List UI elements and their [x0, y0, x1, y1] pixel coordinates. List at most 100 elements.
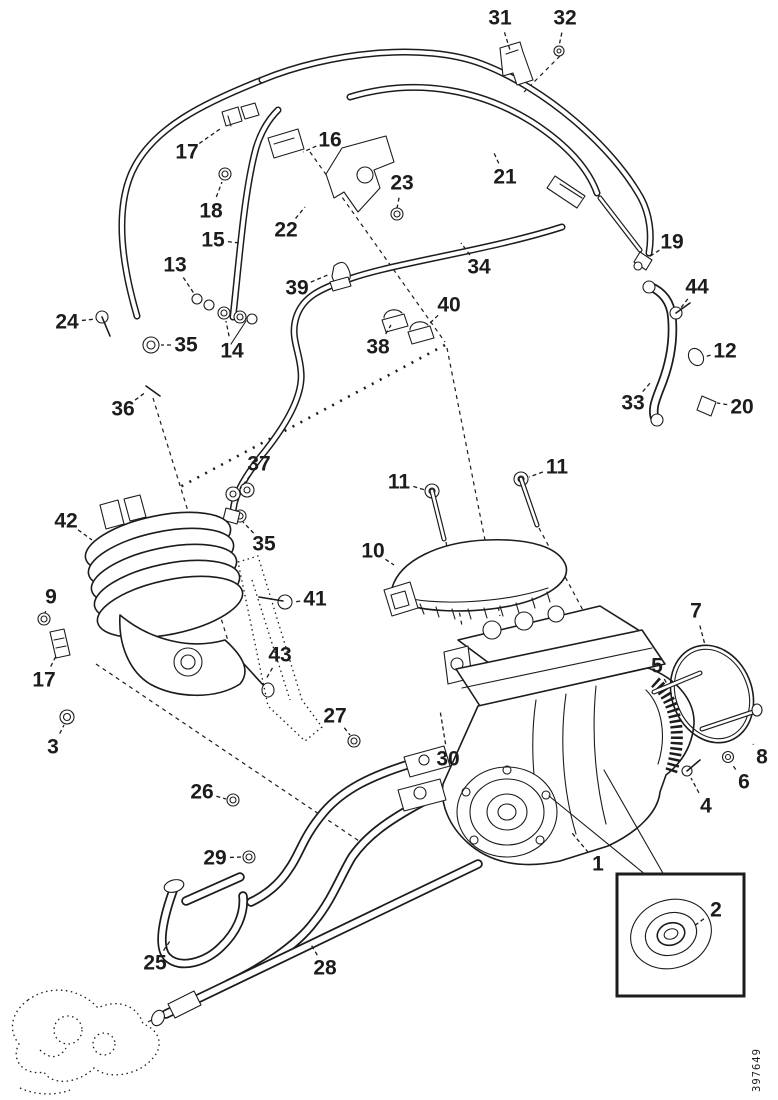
- leader-line-43-33: [265, 667, 274, 680]
- leader-line-38-18: [385, 324, 392, 335]
- bracket-31: [499, 41, 534, 86]
- clip-17b: [49, 628, 71, 659]
- leader-line-30-37: [439, 709, 447, 745]
- washer-29: [242, 850, 256, 864]
- callout-35-16: 35: [174, 334, 198, 357]
- callout-31-0: 31: [488, 7, 512, 30]
- drawing-number: 397649: [751, 1048, 763, 1092]
- callout-17-34: 17: [32, 669, 55, 692]
- o-ring-7: [669, 644, 755, 744]
- callout-16-3: 16: [318, 129, 341, 152]
- leader-line-14-17: [225, 320, 230, 337]
- leader-line-15-6: [227, 241, 241, 244]
- callout-32-1: 32: [553, 7, 576, 30]
- callout-11-25: 11: [546, 456, 569, 479]
- leader-line-26-39: [216, 795, 227, 800]
- leader-line-34-11: [460, 242, 471, 256]
- leader-line-18-5: [215, 181, 223, 198]
- callout-15-6: 15: [201, 229, 225, 252]
- leader-line-24-15: [81, 318, 97, 322]
- leader-line-22-7: [295, 206, 306, 219]
- leader-line-16-3: [302, 145, 317, 153]
- callout-9-29: 9: [45, 586, 57, 609]
- callout-37-23: 37: [247, 453, 270, 476]
- callout-8-38: 8: [756, 746, 768, 769]
- leader-line-44-14: [679, 298, 689, 310]
- leader-line-7-31: [699, 625, 706, 646]
- callout-11-24: 11: [388, 471, 411, 494]
- safety-valve-assembly-42: [37, 494, 323, 742]
- leader-line-28-46: [309, 942, 318, 956]
- fitting-19: [633, 251, 653, 271]
- leader-line-9-29: [44, 610, 47, 614]
- leader-line-27-35: [343, 727, 351, 736]
- washer-13: [191, 293, 203, 305]
- compressor-body-1: [397, 605, 695, 866]
- leader-line-11-24: [413, 485, 426, 491]
- bracket-33-assembly: [642, 280, 717, 427]
- nut-3: [59, 709, 75, 725]
- callout-1-43: 1: [592, 853, 604, 876]
- callout-40-13: 40: [437, 294, 460, 317]
- callout-13-9: 13: [163, 254, 186, 277]
- grommet-12: [687, 347, 705, 367]
- leader-line-11-25: [528, 471, 544, 478]
- callout-5-32: 5: [651, 655, 663, 678]
- leader-line-40-13: [429, 314, 439, 324]
- bolt-41: [277, 594, 293, 610]
- nut-32: [553, 45, 565, 57]
- washer-37: [225, 486, 241, 502]
- callout-18-5: 18: [199, 200, 223, 223]
- callout-21-8: 21: [493, 166, 517, 189]
- compressor-head-30: [455, 629, 666, 707]
- callout-34-11: 34: [467, 256, 491, 279]
- callout-39-10: 39: [285, 277, 308, 300]
- callout-36-20: 36: [111, 398, 134, 421]
- washer-14: [217, 306, 231, 320]
- callout-19-12: 19: [660, 231, 683, 254]
- nut-18: [218, 167, 232, 181]
- leader-line-17-2: [198, 128, 221, 144]
- callout-7-31: 7: [690, 600, 702, 623]
- callout-17-2: 17: [175, 141, 198, 164]
- callout-43-33: 43: [268, 644, 291, 667]
- callout-42-26: 42: [54, 510, 77, 533]
- leader-line-19-12: [648, 249, 660, 258]
- leader-line-33-21: [642, 381, 652, 393]
- callout-44-14: 44: [685, 276, 709, 299]
- callout-38-18: 38: [366, 336, 390, 359]
- leader-line-31-0: [503, 32, 511, 51]
- leader-line-39-10: [310, 273, 331, 283]
- hose-hardware: [151, 734, 361, 1027]
- leader-line-42-26: [77, 529, 93, 541]
- leader-line-4-41: [690, 777, 700, 794]
- leader-line-21-8: [493, 152, 500, 164]
- stud-36: [145, 385, 161, 397]
- callout-3-36: 3: [47, 736, 59, 759]
- callout-41-30: 41: [303, 588, 327, 611]
- pipe-coupling: [167, 990, 202, 1019]
- leader-line-3-36: [59, 724, 65, 734]
- leader-line-1-43: [571, 832, 589, 853]
- callout-25-45: 25: [143, 952, 167, 975]
- callout-2-44: 2: [710, 899, 722, 922]
- grommet-35: [142, 336, 160, 354]
- callout-35-27: 35: [252, 533, 276, 556]
- callout-10-28: 10: [361, 540, 384, 563]
- callout-14-17: 14: [220, 340, 244, 363]
- leader-line-5-32: [663, 678, 668, 685]
- fitting-23: [390, 207, 404, 221]
- leader-line-20-22: [716, 402, 728, 406]
- clamp-38: [381, 313, 409, 333]
- o-ring-and-hardware: [651, 644, 763, 777]
- callout-30-37: 30: [436, 748, 459, 771]
- callout-29-42: 29: [203, 847, 226, 870]
- leader-line-23-4: [396, 197, 400, 209]
- callout-24-15: 24: [55, 311, 79, 334]
- callout-6-40: 6: [738, 771, 750, 794]
- callout-27-35: 27: [323, 705, 346, 728]
- leader-line-13-9: [182, 277, 196, 296]
- nut-6: [721, 750, 735, 764]
- callout-23-4: 23: [390, 172, 413, 195]
